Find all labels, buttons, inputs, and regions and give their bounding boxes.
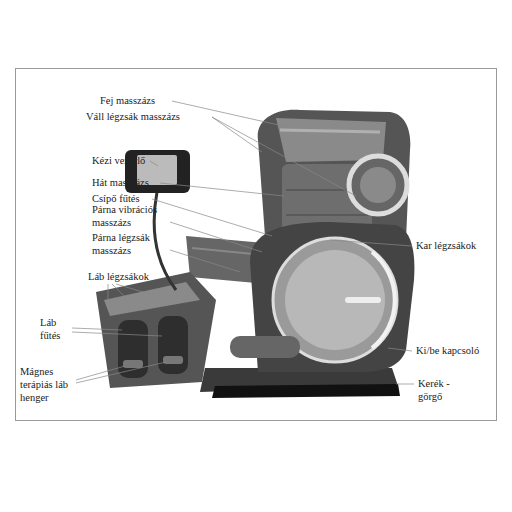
foot-roller [123,360,143,368]
part-label: Ki/be kapcsoló [416,344,506,357]
leader-line [72,332,162,336]
leader-line [212,117,262,152]
part-label: Láb fűtés [40,316,70,342]
leader-line [396,384,414,385]
part-label: Párna légzsák masszázs [92,231,172,257]
leader-line [330,240,412,246]
leader-line [170,250,240,272]
part-label: Kézi vezérlő [92,154,152,167]
foot-well [158,316,188,374]
side-disc-inner [285,250,385,350]
part-label: Váll légzsák masszázs [86,110,216,123]
leader-line [152,199,272,236]
leader-line [170,222,262,252]
part-label: Láb légzsákok [88,270,178,283]
part-label: Kerék - görgő [418,377,464,403]
shoulder-disc [349,156,407,214]
part-label: Mágnes terápiás láb henger [20,365,74,404]
leader-line [212,117,356,196]
leader-line [76,362,166,383]
leader-line [150,161,158,166]
leader-line [116,284,170,300]
leader-line [108,284,109,300]
leader-line [160,183,284,196]
leader-lines [72,101,414,384]
shoulder-disc-inner [360,167,396,203]
leader-line [388,348,412,351]
remote-stand [154,192,176,290]
side-recess [230,336,300,358]
part-label: Párna vibrációs masszázs [92,203,172,229]
leader-line [172,101,292,128]
leader-line [112,284,136,308]
disc-stripe [345,297,381,303]
base-plate [212,384,400,398]
part-label: Csípő fűtés [92,192,152,205]
part-label: Hát masszázs [92,176,162,189]
part-label: Kar légzsákok [416,239,506,252]
leader-line [72,328,122,330]
headrest-highlight [280,130,380,132]
foot-well [118,320,148,378]
part-label: Fej masszázs [100,94,190,107]
cushion-seam [286,214,368,216]
foot-roller [163,356,183,364]
leg-rest-top [104,282,200,316]
